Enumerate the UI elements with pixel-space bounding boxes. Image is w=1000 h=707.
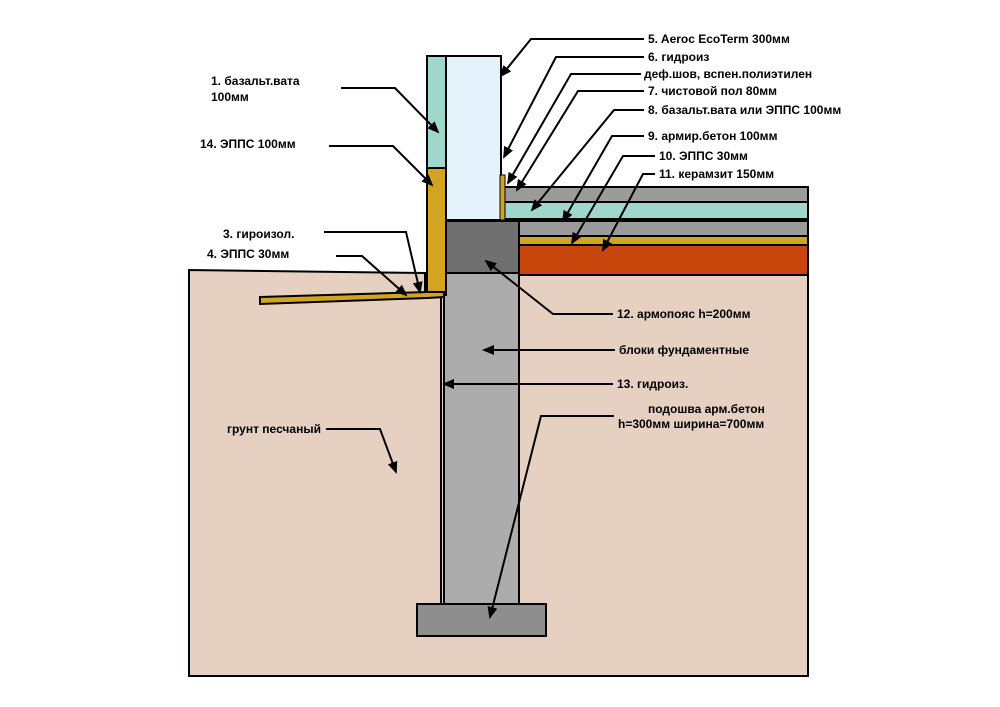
leader-l12: [484, 259, 613, 315]
footing-slab: [416, 603, 547, 637]
label-xps-100: 14. ЭППС 100мм: [200, 137, 296, 151]
leader-footing: [487, 415, 614, 619]
expanded-clay-layer: [518, 244, 809, 276]
label-expansion-joint: деф.шов, вспен.полиэтилен: [644, 67, 812, 81]
leader-l4: [336, 255, 408, 297]
foundation-blocks: [443, 272, 520, 605]
aeroc-wall-block: [445, 55, 502, 221]
label-xps-30-ext: 4. ЭППС 30мм: [207, 247, 289, 261]
label-basalt-wool-2: 100мм: [211, 90, 249, 104]
label-foundation-blocks: блоки фундаментные: [619, 343, 749, 357]
leader-l3: [324, 231, 423, 294]
reinforced-belt: [443, 220, 520, 274]
label-finish-floor: 7. чистовой пол 80мм: [648, 84, 777, 98]
label-xps-30-floor: 10. ЭППС 30мм: [659, 149, 748, 163]
label-expanded-clay: 11. керамзит 150мм: [659, 167, 774, 181]
leader-l7: [515, 90, 644, 192]
leader-l1: [341, 87, 440, 134]
expansion-joint-strip: [499, 174, 506, 221]
label-footing-1: подошва арм.бетон: [648, 402, 765, 416]
finish-floor-layer: [500, 186, 809, 203]
leader-l14: [329, 145, 434, 187]
xps-100-wall-insulation: [426, 167, 447, 296]
label-floor-insulation: 8. базальт.вата или ЭППС 100мм: [648, 103, 841, 117]
label-waterproof-6: 6. гидроиз: [648, 50, 709, 64]
leader-soil: [326, 428, 398, 474]
basalt-wool-insulation: [426, 55, 447, 169]
leader-l11: [602, 173, 655, 252]
reinforced-concrete-layer: [518, 220, 809, 237]
floor-insulation-layer: [500, 201, 809, 220]
leader-l9: [562, 135, 644, 223]
label-armopoyas: 12. армопояс h=200мм: [617, 307, 751, 321]
label-waterproof-3: 3. гироизол.: [223, 227, 294, 241]
leader-l6b: [506, 73, 641, 185]
label-basalt-wool-1: 1. базальт.вата: [211, 74, 300, 88]
label-footing-2: h=300мм ширина=700мм: [618, 417, 764, 431]
label-sandy-soil: грунт песчаный: [227, 422, 321, 436]
leader-l10: [570, 155, 655, 245]
label-waterproof-13: 13. гидроиз.: [617, 377, 688, 391]
leader-l6: [503, 56, 644, 159]
label-aeroc: 5. Aeroc EcoTerm 300мм: [648, 32, 790, 46]
label-reinforced-concrete: 9. армир.бетон 100мм: [648, 129, 778, 143]
leader-l8: [530, 109, 644, 212]
leader-l5: [499, 38, 644, 78]
xps-30-floor-layer: [518, 235, 809, 246]
